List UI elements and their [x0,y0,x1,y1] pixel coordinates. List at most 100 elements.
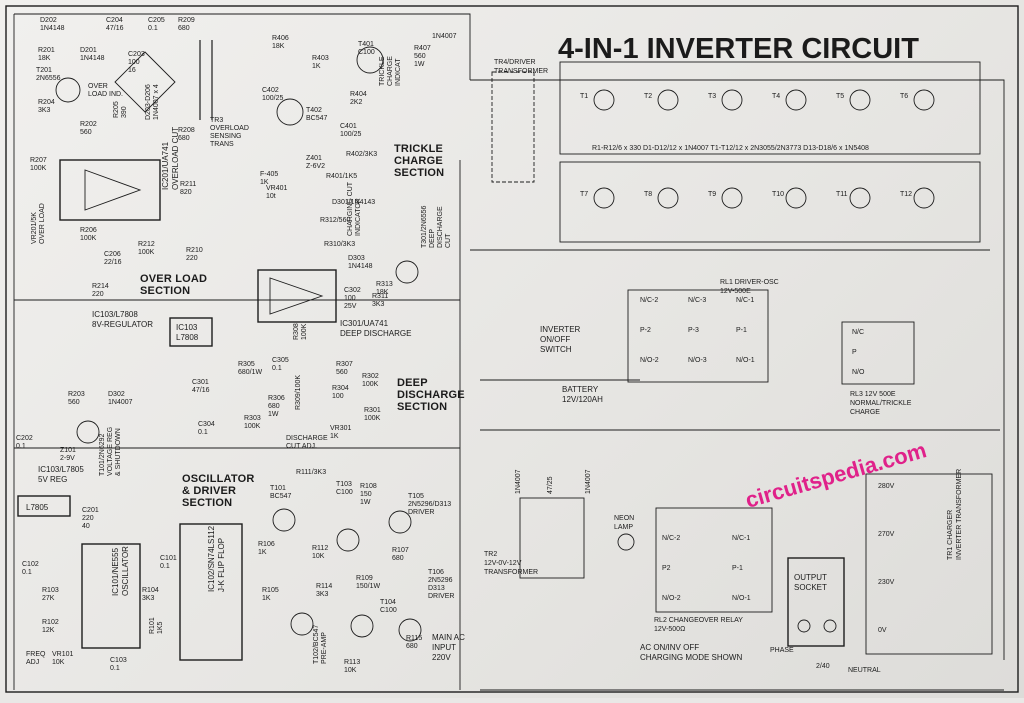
tr4-driver-transformer [491,71,535,183]
socket-pin-phase [797,619,811,633]
rl1-contact-n-c-1: N/C-1 [736,297,754,304]
rl2-contact-n-c-1: N/C-1 [732,535,750,542]
d-tr2-2-label: 47/25 [547,476,554,494]
ic201-opamp-symbol [84,169,142,211]
trickle-led-label: TRICKLECHARGEINDICAT [379,56,402,86]
d-tr2-1-label: 1N4007 [515,469,522,494]
tr1-tap-280v: 280V [878,483,895,490]
charging-cut-label: CHARGING CUTINDICATOR [347,181,362,236]
output-top-t5-transistor [849,89,871,111]
output-top-t5-label: T5 [836,93,844,100]
t101-voltage-reg [76,420,100,444]
t101-v-label: T101/2N6292VOLTAGE REG& SHUTDOWN [99,427,122,476]
t301-label: T301/2N6556DEEPDISCHARGECUT [421,205,452,248]
rl2-contact-p-1: P-1 [732,565,743,572]
neon-lamp [617,533,635,551]
rl1-contact-n-o-2: N/O-2 [640,357,659,364]
ic102-flipflop-box [179,523,243,661]
output-bottom-t8-label: T8 [644,191,652,198]
t102-label-label: T102/BC547PRE-AMP [313,625,328,664]
output-top-t1-label: T1 [580,93,588,100]
tr1-tap-230v: 230V [878,579,895,586]
tr1-charger-transformer [865,473,993,655]
output-bottom-t12-transistor [913,187,935,209]
output-top-t6-transistor [913,89,935,111]
output-top-t4-label: T4 [772,93,780,100]
schematic-title: 4-IN-1 INVERTER CIRCUIT [558,33,919,65]
r309-label: R309/100K [295,375,302,410]
output-bottom-t10-transistor [785,187,807,209]
rl1-contact-n-c-2: N/C-2 [640,297,658,304]
output-bottom-t9-label: T9 [708,191,716,198]
top-rail [14,13,471,80]
t105-driver [388,510,412,534]
output-rail [470,79,1005,660]
output-top-t3-label: T3 [708,93,716,100]
r310-label: R310/3K3 [324,241,355,248]
output-bottom-t12-label: T12 [900,191,912,198]
t301-transistor [395,260,419,284]
rl2-contact-n-c-2: N/C-2 [662,535,680,542]
d301-label: D301/1N4143 [332,199,375,206]
t101-preamp [272,508,296,532]
output-top-t3-transistor [721,89,743,111]
l7805-box [17,495,71,517]
wiring [13,13,1005,691]
rl3-contact-n-c: N/C [852,329,864,336]
rl1-contact-n-o-3: N/O-3 [688,357,707,364]
r312-label: R312/560 [320,217,350,224]
ic301-box [257,269,337,323]
vr201-label: VR201/5KOVER LOAD [31,203,46,244]
rl1-relay-box [627,289,769,383]
output-bottom-t11-label: T11 [836,191,848,198]
output-bottom-t10-label: T10 [772,191,784,198]
d-tr2-3-label: 1N4007 [585,469,592,494]
rl1-contact-p-2: P-2 [640,327,651,334]
rl2-contact-p2: P2 [662,565,671,572]
